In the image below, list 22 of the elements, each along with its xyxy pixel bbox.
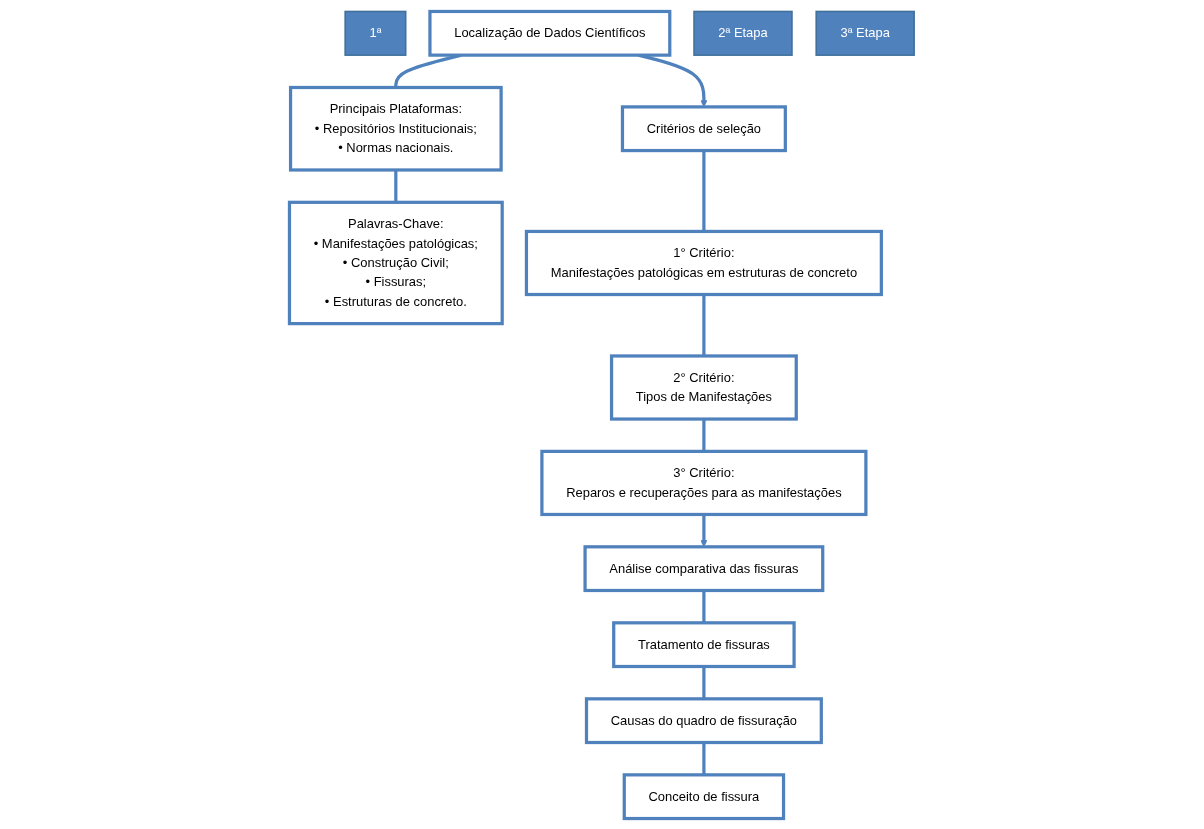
connector xyxy=(394,169,398,202)
connector xyxy=(702,418,706,451)
node-box: Conceito de fissura xyxy=(622,772,786,820)
node-box: Causas do quadro de fissuração xyxy=(585,696,824,744)
node-box: 3° Critério: Reparos e recuperações para as manifestações xyxy=(540,449,868,516)
connector xyxy=(702,590,706,623)
node-box: 3ª Etapa xyxy=(815,10,916,56)
node-box: 1° Critério: Manifestações patológicas em estruturas de concreto xyxy=(525,229,884,296)
node-box: Localização de Dados Científicos xyxy=(428,9,672,57)
connector xyxy=(702,150,706,231)
node-box: 2° Critério: Tipos de Manifestações xyxy=(610,353,799,421)
node-box: Análise comparativa das fissuras xyxy=(583,544,825,592)
node-box: Critérios de seleção xyxy=(621,104,788,152)
connector xyxy=(702,294,706,356)
node-box: Palavras-Chave: • Manifestações patológicas; • Construção Civil; • Fissuras; • Estruturas de concreto. xyxy=(288,200,504,325)
node-box: Tratamento de fissuras xyxy=(612,620,796,668)
connector xyxy=(702,666,706,699)
node-box: Principais Plataformas: • Repositórios Institucionais; • Normas nacionais. xyxy=(289,85,503,172)
node-box: 1ª xyxy=(344,10,407,56)
node-box: 2ª Etapa xyxy=(693,10,793,56)
arrow xyxy=(700,513,708,547)
connector xyxy=(702,742,706,775)
